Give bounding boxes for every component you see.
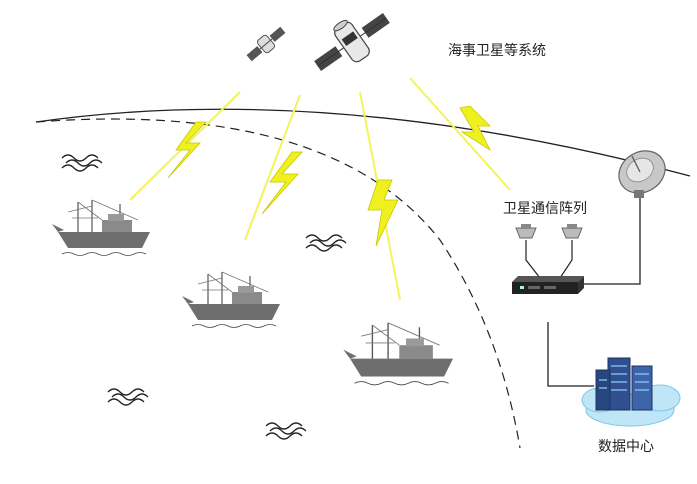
lightning-bolt-1 bbox=[167, 121, 207, 179]
fishing-ship-3 bbox=[342, 322, 454, 386]
coverage-boundary-dashed bbox=[35, 118, 521, 449]
lightning-bolt-4 bbox=[459, 105, 492, 152]
satellite-system-label: 海事卫星等系统 bbox=[448, 43, 546, 59]
antenna-right-icon bbox=[561, 224, 583, 239]
satellite-array-label: 卫星通信阵列 bbox=[503, 201, 587, 217]
lightning-bolt-3 bbox=[367, 179, 399, 247]
antenna-left-icon bbox=[515, 224, 537, 239]
lightning-group bbox=[167, 105, 492, 247]
satellite-small-icon bbox=[246, 26, 286, 62]
satellite-large-icon bbox=[314, 12, 390, 72]
sea-wave-1 bbox=[61, 154, 103, 172]
router-to-datacenter-line bbox=[547, 322, 594, 387]
router-device-icon bbox=[512, 276, 584, 294]
sea-wave-4 bbox=[265, 422, 307, 440]
data-center-icon bbox=[581, 357, 681, 427]
fishing-ship-2 bbox=[181, 271, 281, 329]
satellite-dish-icon bbox=[618, 150, 666, 198]
beam-array bbox=[409, 77, 511, 191]
horizon-curve bbox=[35, 108, 691, 177]
sea-wave-3 bbox=[107, 388, 149, 406]
sea-wave-2 bbox=[305, 234, 347, 252]
antenna-left-cable bbox=[525, 240, 541, 279]
beam-ship2 bbox=[244, 94, 301, 241]
antenna-right-cable bbox=[559, 240, 573, 279]
fishing-ship-1 bbox=[51, 199, 151, 257]
data-center-label: 数据中心 bbox=[598, 439, 654, 455]
dish-to-router-line bbox=[584, 198, 641, 285]
beam-group bbox=[129, 77, 511, 301]
lightning-bolt-2 bbox=[261, 151, 303, 215]
